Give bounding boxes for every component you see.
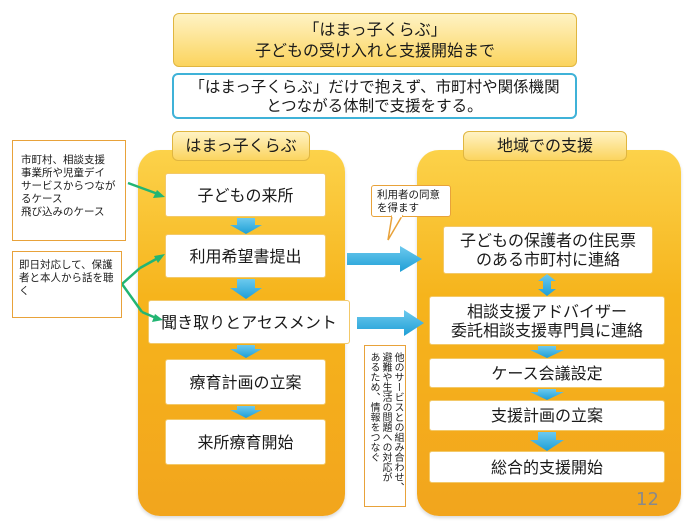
down-arrow-5 (530, 346, 564, 358)
note-consent-line1: 利用者の同意 (377, 189, 440, 201)
step-assessment: 聞き取りとアセスメント (148, 300, 350, 344)
note-vertical-col3: あるため、情報をつなぐ (368, 352, 379, 462)
step-support-plan: 支援計画の立案 (429, 400, 665, 431)
title-box: 「はまっ子くらぶ」 子どもの受け入れと支援開始まで (173, 13, 577, 67)
note-vertical-text: 他のサービスとの組み合わせ、 避難や生活の問題への対応が あるため、情報をつなぐ (367, 352, 403, 502)
note-same-day: 即日対応して、保護 者と本人から話を聴 く (12, 251, 122, 318)
note-vertical-col1: 他のサービスとの組み合わせ、 (392, 352, 403, 492)
advisor-line1: 相談支援アドバイザー (466, 301, 627, 321)
title-line2: 子どもの受け入れと支援開始まで (254, 41, 495, 60)
note-same-day-line2: 者と本人から話を聴 (19, 272, 114, 284)
note-vertical-col2: 避難や生活の問題への対応が (380, 352, 391, 482)
note-referral-line1: 市町村、相談支援 (21, 154, 105, 166)
step-care-start: 来所療育開始 (165, 419, 326, 465)
step-advisor-contact: 相談支援アドバイザー 委託相談支援専門員に連絡 (429, 296, 665, 345)
advisor-line2: 委託相談支援専門員に連絡 (450, 320, 643, 340)
left-panel-header: はまっ子くらぶ (172, 131, 310, 161)
title-line1: 「はまっ子くらぶ」 (303, 20, 447, 39)
note-referral-line4: るケース (21, 193, 63, 205)
right-panel-header: 地域での支援 (463, 131, 627, 161)
down-arrow-6 (530, 389, 564, 400)
down-arrow-4 (230, 406, 262, 418)
step-application: 利用希望書提出 (165, 234, 326, 278)
down-arrow-2 (230, 279, 262, 299)
subtitle-line2: とつながる体制で支援をする。 (266, 97, 483, 115)
note-referral-line5: 飛び込みのケース (21, 206, 105, 218)
subtitle-line1: 「はまっ子くらぶ」だけで抱えず、市町村や関係機関 (189, 78, 560, 96)
note-referral-line2: 事業所や児童デイ (21, 167, 105, 179)
municipality-line2: のある市町村に連絡 (475, 250, 620, 269)
page-number: 12 (636, 489, 659, 510)
down-arrow-7 (530, 432, 564, 451)
right-arrow-2 (357, 310, 424, 336)
municipality-line1: 子どもの保護者の住民票 (459, 231, 636, 250)
step-care-plan: 療育計画の立案 (165, 359, 326, 405)
double-arrow (538, 274, 556, 296)
subtitle-box: 「はまっ子くらぶ」だけで抱えず、市町村や関係機関 とつながる体制で支援をする。 (172, 73, 577, 119)
note-consent-line2: を得ます (377, 202, 419, 214)
down-arrow-3 (230, 345, 262, 358)
step-child-visit: 子どもの来所 (165, 173, 326, 217)
step-case-meeting: ケース会議設定 (429, 358, 665, 388)
note-same-day-line1: 即日対応して、保護 (19, 259, 113, 271)
step-municipality-contact: 子どもの保護者の住民票 のある市町村に連絡 (443, 226, 653, 274)
right-arrow-1 (347, 246, 422, 272)
note-referral: 市町村、相談支援 事業所や児童デイ サービスからつなが るケース 飛び込みのケー… (12, 140, 126, 241)
note-vertical: 他のサービスとの組み合わせ、 避難や生活の問題への対応が あるため、情報をつなぐ (364, 345, 406, 507)
note-connectors (120, 181, 159, 320)
step-comprehensive-support: 総合的支援開始 (429, 451, 665, 483)
note-consent: 利用者の同意 を得ます (371, 185, 451, 217)
down-arrow-1 (230, 218, 262, 234)
note-same-day-line3: く (19, 285, 30, 297)
note-referral-line3: サービスからつなが (21, 180, 116, 192)
